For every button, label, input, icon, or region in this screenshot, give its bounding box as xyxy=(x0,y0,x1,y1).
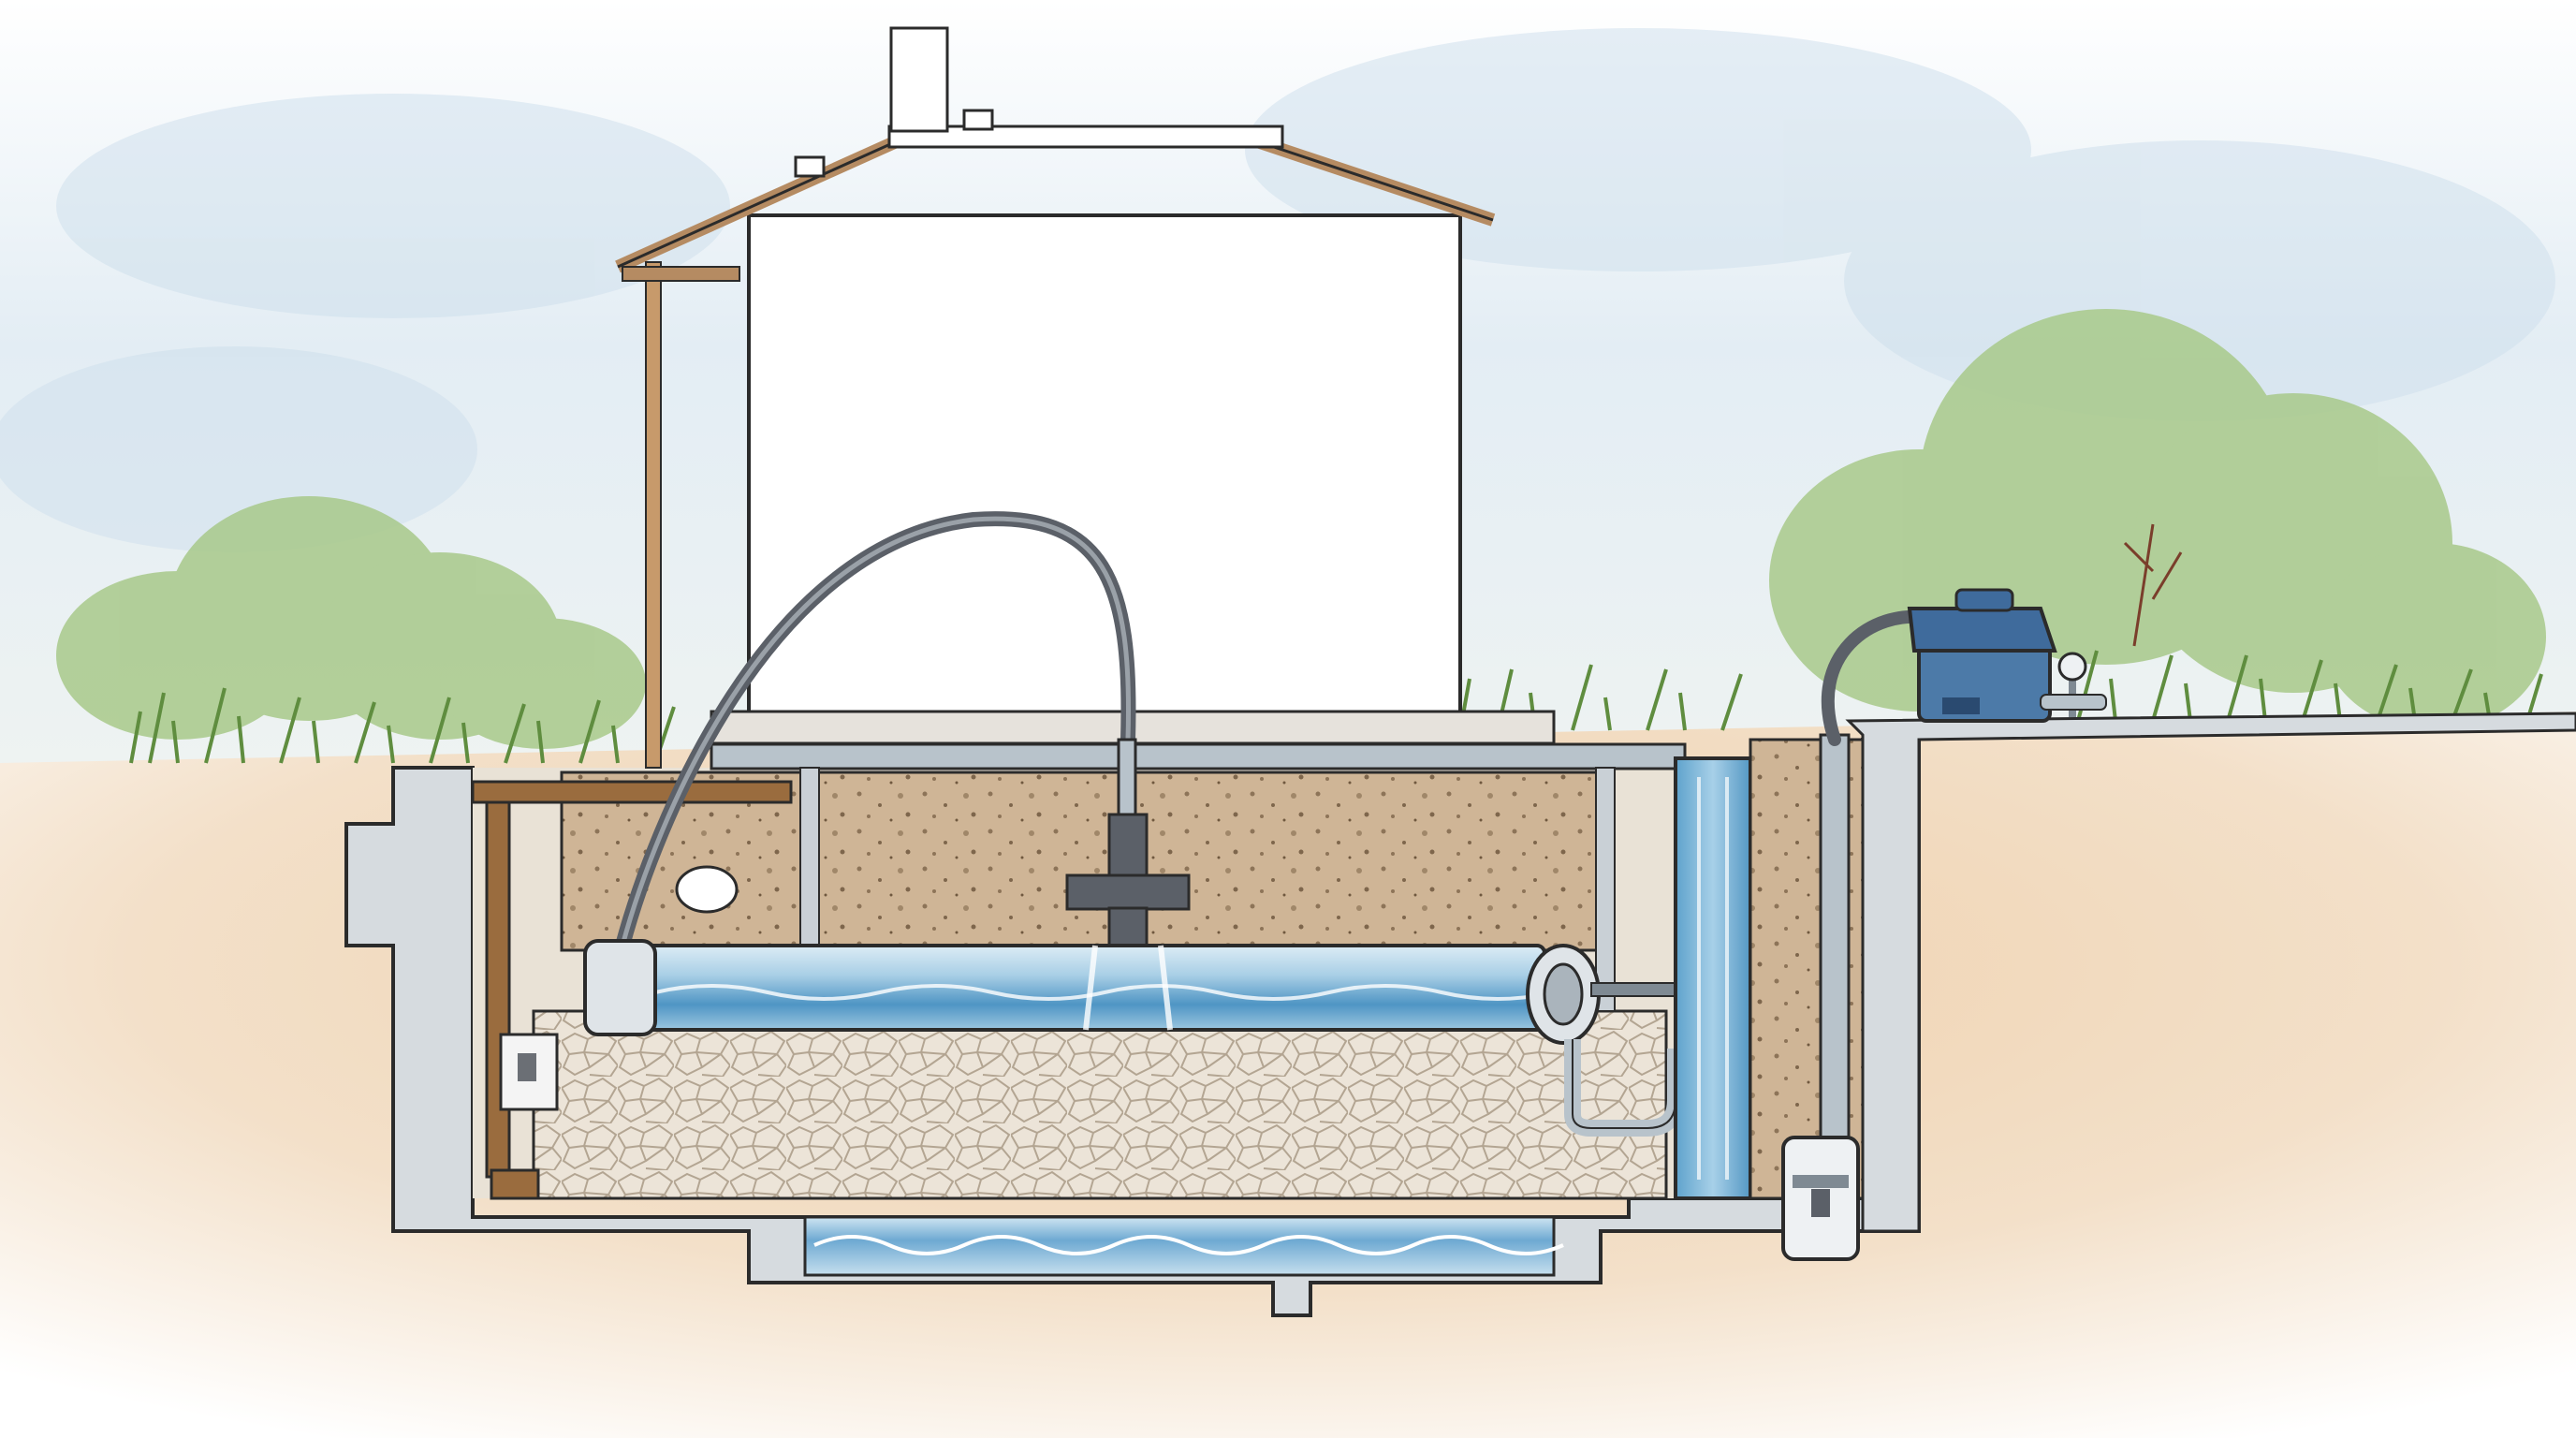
t-valve xyxy=(1065,813,1191,947)
chimney xyxy=(889,26,949,133)
submersible-pump xyxy=(1781,1136,1860,1261)
pressure-gauge xyxy=(2040,652,2107,717)
electrical-box xyxy=(499,1033,559,1111)
gravel-bed xyxy=(532,1009,1668,1200)
valve-stem xyxy=(1117,738,1137,816)
surface-pump xyxy=(1907,588,2057,723)
support-post xyxy=(799,767,820,956)
wooden-frame xyxy=(471,780,793,1200)
surface-pad xyxy=(1845,712,2576,1233)
pump-hose xyxy=(1821,609,1935,746)
clouds xyxy=(0,28,2555,552)
support-post xyxy=(1595,767,1616,1012)
soil-opening xyxy=(675,865,739,914)
reservoir xyxy=(803,1215,1564,1277)
pipe-end-cap xyxy=(583,939,657,1036)
horizontal-water-pipe xyxy=(644,944,1555,1032)
roof-ridge xyxy=(887,125,1284,149)
foundation-wall xyxy=(344,738,1921,1317)
supply-pipe xyxy=(710,742,1687,770)
bush-left xyxy=(56,496,646,749)
porch-post xyxy=(645,261,662,769)
vertical-water-column xyxy=(1674,756,1752,1200)
drop-pipe xyxy=(1819,733,1851,1139)
house-wall xyxy=(747,213,1462,741)
